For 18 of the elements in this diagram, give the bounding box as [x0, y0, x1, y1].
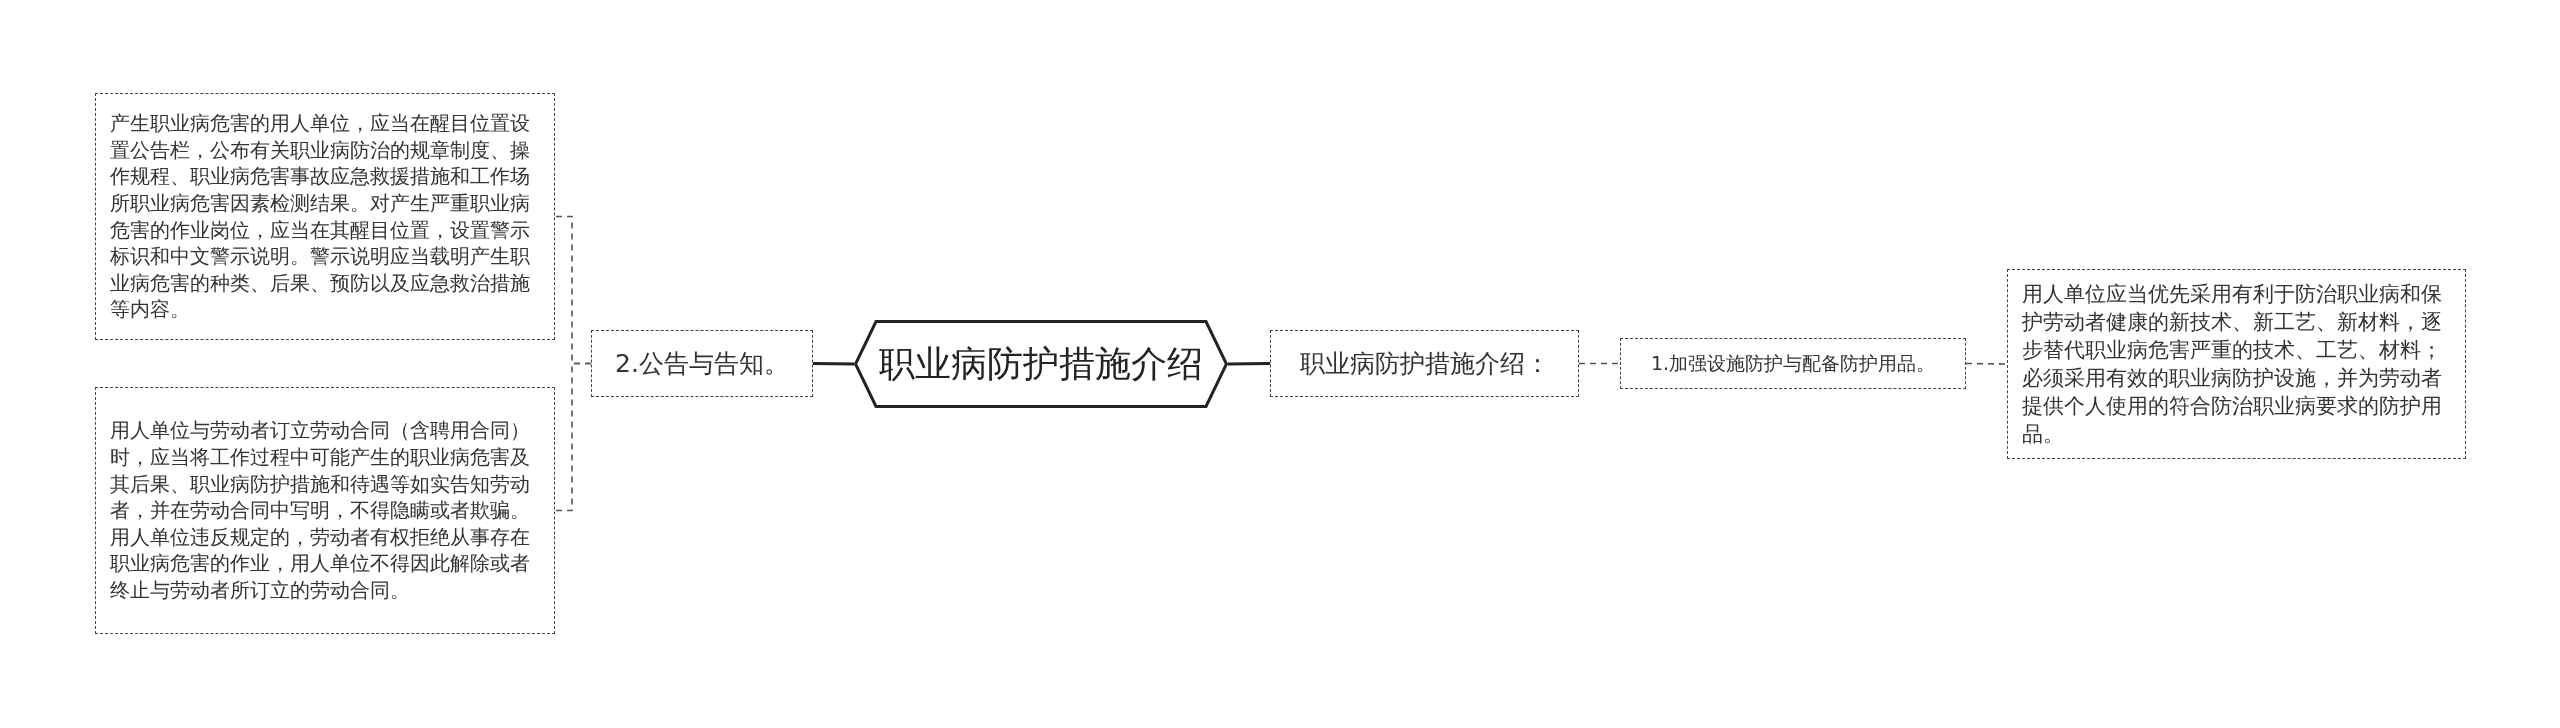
topic-box — [591, 330, 813, 397]
subtopic-box — [1620, 338, 1966, 389]
text-card — [95, 387, 555, 634]
paragraph: 产生职业病危害的用人单位，应当在醒目位置设置公告栏，公布有关职业病防治的规章制度、操作规程、职业病危害事故应急救援措施和工作场所职业病危害因素检测结果。对产生严重职业病危害的作业岗位，应当在其醒目位置，设置警示标识和中文警示说明。警示说明应当载明产生职业病危害的种类、后果、预防以及应急救治措施等内容。 — [110, 110, 531, 323]
topic-label: 1.加强设施防护与配备防护用品。 — [1650, 352, 1936, 375]
connector-line — [812, 362, 855, 366]
paragraph: 用人单位与劳动者订立劳动合同（含聘用合同）时，应当将工作过程中可能产生的职业病危害及其后果、职业病防护措施和待遇等如实告知劳动者，并在劳动合同中写明，不得隐瞒或者欺骗。用人单位违反规定的，劳动者有权拒绝从事存在职业病危害的作业，用人单位不得因此解除或者终止与劳动者所订立的劳动合同。 — [110, 417, 531, 604]
paragraph: 用人单位应当优先采用有利于防治职业病和保护劳动者健康的新技术、新工艺、新材料，逐步替代职业病危害严重的技术、工艺、材料；必须采用有效的职业病防护设施，并为劳动者提供个人使用的符合防治职业病要求的防护用品。 — [2022, 281, 2443, 448]
connector-line — [554, 362, 592, 512]
topic-label: 2.公告与告知。 — [615, 348, 789, 379]
topic-title: 职业病防护措施介绍 — [879, 342, 1203, 386]
topic-box — [1270, 330, 1579, 397]
text-card — [2007, 269, 2466, 459]
connector-line — [1578, 362, 1621, 365]
connector-line — [1965, 362, 2008, 365]
connector-line — [1228, 362, 1270, 366]
text-card — [95, 93, 555, 340]
topic-label: 职业病防护措施介绍： — [1299, 348, 1550, 379]
